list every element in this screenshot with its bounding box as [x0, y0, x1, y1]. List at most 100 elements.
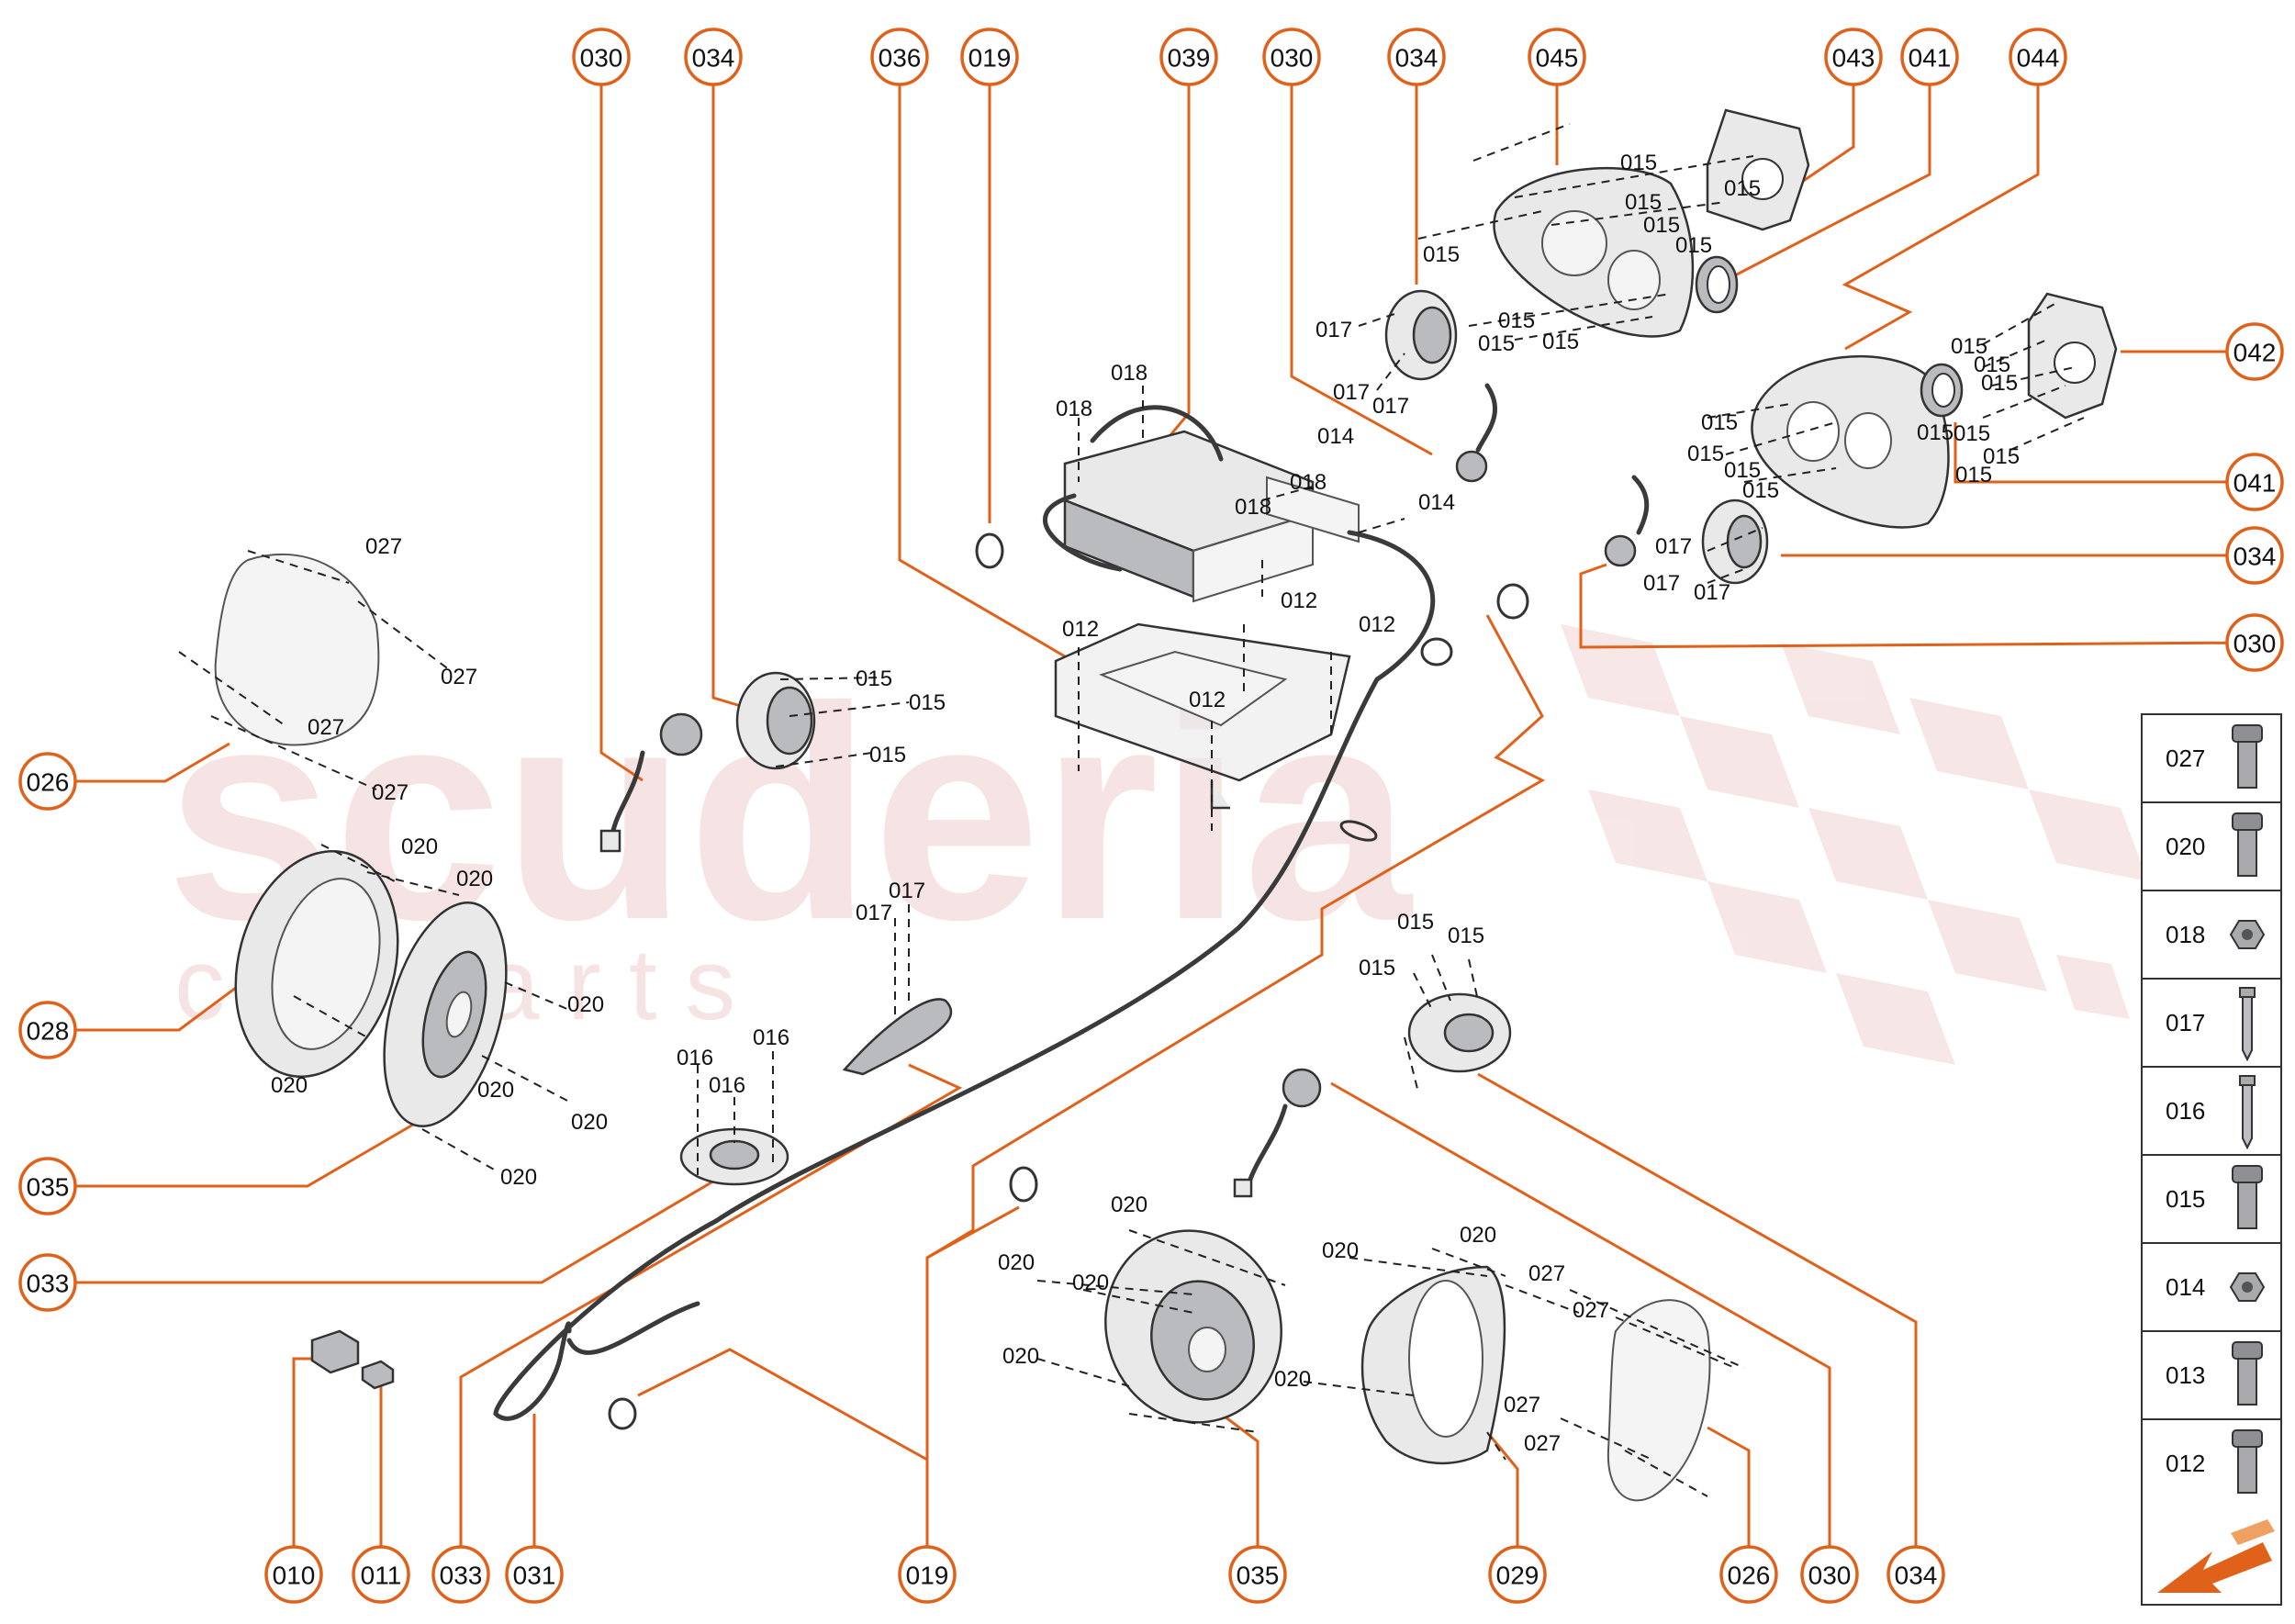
connectors	[310, 1329, 395, 1390]
callout-034[interactable]: 034	[1387, 28, 1446, 86]
callout-033[interactable]: 033	[18, 1253, 77, 1312]
callout-019[interactable]: 019	[960, 28, 1019, 86]
callout-010[interactable]: 010	[264, 1545, 323, 1604]
callout-026[interactable]: 026	[18, 752, 77, 811]
speaker-cover-left	[214, 553, 380, 746]
part-label: 017	[856, 901, 892, 925]
callout-044[interactable]: 044	[2009, 28, 2067, 86]
callout-019[interactable]: 019	[898, 1545, 957, 1604]
part-label: 014	[1418, 490, 1455, 515]
svg-text:019: 019	[968, 44, 1012, 73]
leader-lines	[48, 76, 2259, 1574]
part-label: 017	[1315, 318, 1352, 342]
legend-label: 015	[2166, 1185, 2205, 1213]
callout-033[interactable]: 033	[431, 1545, 490, 1604]
callout-028[interactable]: 028	[18, 1001, 77, 1059]
part-label: 015	[1724, 176, 1761, 201]
svg-text:041: 041	[2233, 469, 2277, 498]
nut-icon	[2229, 1272, 2266, 1302]
legend-row: 016	[2142, 1066, 2281, 1150]
callout-036[interactable]: 036	[870, 28, 929, 86]
speaker-center	[1407, 992, 1512, 1073]
part-label: 027	[1573, 1298, 1609, 1323]
svg-text:029: 029	[1496, 1562, 1539, 1590]
part-label: 017	[1694, 580, 1730, 605]
callout-034[interactable]: 034	[684, 28, 743, 86]
screw-icon	[2239, 987, 2256, 1062]
part-label: 027	[365, 534, 402, 559]
callout-041[interactable]: 041	[2225, 453, 2284, 511]
part-label: 016	[753, 1025, 789, 1050]
part-label: 012	[1281, 588, 1317, 613]
callouts-left: 026 028 035 033	[18, 752, 77, 1312]
svg-text:042: 042	[2233, 339, 2277, 367]
part-label: 020	[456, 867, 493, 891]
part-label: 020	[271, 1073, 308, 1098]
svg-text:034: 034	[1395, 44, 1439, 73]
part-label: 015	[1974, 353, 2010, 377]
callout-029[interactable]: 029	[1488, 1545, 1547, 1604]
callout-042[interactable]: 042	[2225, 322, 2284, 381]
amplifier-unit	[1043, 405, 1360, 603]
callout-039[interactable]: 039	[1159, 28, 1218, 86]
navigation-arrow-icon[interactable]	[2157, 1519, 2275, 1593]
mounting-bracket	[1054, 622, 1351, 810]
callout-030[interactable]: 030	[1800, 1545, 1859, 1604]
svg-text:026: 026	[27, 768, 70, 797]
svg-text:031: 031	[513, 1562, 556, 1590]
callout-035[interactable]: 035	[1228, 1545, 1287, 1604]
trim-panel-top	[1493, 166, 1695, 338]
part-label: 015	[1954, 421, 1990, 446]
svg-text:044: 044	[2017, 44, 2060, 73]
speaker-woofer-left	[383, 902, 508, 1127]
svg-text:045: 045	[1536, 44, 1579, 73]
callouts-top: 030 034 036 019 039 030 034 045 043 041 …	[572, 28, 2067, 86]
speaker-cover-bottom	[1606, 1299, 1711, 1502]
legend-row: 020	[2142, 801, 2281, 877]
callout-030[interactable]: 030	[2225, 613, 2284, 672]
callouts-bottom: 010 011 033 031 019 035 029 026 030 034	[264, 1545, 1945, 1604]
legend-label: 013	[2166, 1361, 2205, 1389]
part-label: 012	[1189, 688, 1226, 712]
callout-030[interactable]: 030	[1262, 28, 1321, 86]
callout-034[interactable]: 034	[2225, 526, 2284, 585]
bolt-icon	[2232, 1165, 2263, 1229]
callout-026[interactable]: 026	[1719, 1545, 1778, 1604]
part-label: 012	[1359, 612, 1395, 637]
adapter-ring-top	[1695, 255, 1739, 314]
part-label: 015	[1397, 910, 1434, 935]
part-label: 018	[1111, 361, 1148, 386]
part-label: 020	[1002, 1344, 1039, 1369]
svg-text:030: 030	[1271, 44, 1314, 73]
part-label: 027	[1504, 1393, 1540, 1417]
legend-label: 016	[2166, 1097, 2205, 1125]
svg-text:043: 043	[1832, 44, 1875, 73]
callout-031[interactable]: 031	[505, 1545, 564, 1604]
callout-034[interactable]: 034	[1886, 1545, 1945, 1604]
callout-041[interactable]: 041	[1900, 28, 1959, 86]
part-label: 015	[1917, 420, 1954, 445]
part-label: 015	[1620, 151, 1657, 175]
callout-035[interactable]: 035	[18, 1157, 77, 1215]
callout-030[interactable]: 030	[572, 28, 631, 86]
callout-043[interactable]: 043	[1824, 28, 1883, 86]
part-label: 020	[1460, 1223, 1496, 1248]
part-label: 018	[1290, 470, 1327, 495]
part-label: 015	[1542, 330, 1579, 354]
tweeter-cable-left	[599, 712, 703, 853]
part-label: 015	[1478, 331, 1515, 356]
legend-label: 017	[2166, 1009, 2205, 1036]
legend-label: 018	[2166, 921, 2205, 948]
svg-text:036: 036	[879, 44, 922, 73]
part-label: 015	[1701, 410, 1738, 435]
svg-text:019: 019	[906, 1562, 949, 1590]
legend-frame	[2141, 713, 2282, 1606]
speaker-ring-bottom	[1360, 1265, 1506, 1465]
horn-duct	[842, 998, 953, 1076]
callout-011[interactable]: 011	[352, 1545, 410, 1604]
cable-clips	[608, 532, 1529, 1430]
callout-045[interactable]: 045	[1528, 28, 1586, 86]
legend-label: 014	[2166, 1273, 2205, 1301]
svg-text:030: 030	[2233, 630, 2277, 658]
